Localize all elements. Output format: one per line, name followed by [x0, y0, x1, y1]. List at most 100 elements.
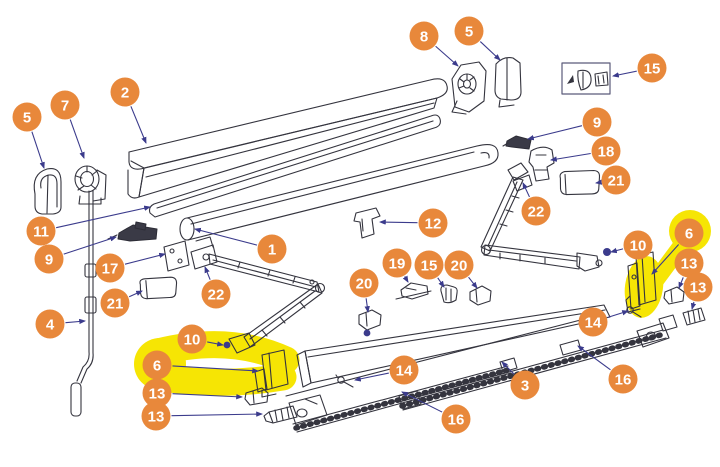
callout-badge-3: 3 — [510, 370, 540, 400]
callout-badge-10: 10 — [623, 230, 653, 260]
svg-text:9: 9 — [45, 251, 53, 268]
arm-cover-right-drawing — [559, 169, 601, 196]
connector-13-left-drawing — [244, 387, 269, 406]
svg-text:8: 8 — [420, 28, 428, 45]
callout-badges: 5 7 2 8 5 15 9 18 21 11 9 17 21 4 1 22 22 12 19 15 20 20 10 6 13… — [12, 16, 713, 434]
svg-text:9: 9 — [593, 114, 601, 131]
callout-badge-9: 9 — [34, 244, 64, 274]
ratchet-right-drawing — [505, 135, 532, 150]
svg-text:10: 10 — [184, 331, 201, 348]
svg-text:3: 3 — [521, 377, 529, 394]
bracket-20-pin — [363, 329, 371, 337]
callout-badge-5: 5 — [12, 102, 42, 132]
callout-badge-14: 14 — [389, 355, 419, 385]
motor-bracket-drawing — [451, 61, 487, 115]
callout-badge-12: 12 — [418, 208, 448, 238]
svg-text:11: 11 — [33, 223, 49, 240]
callout-arrows — [31, 41, 697, 417]
svg-text:20: 20 — [356, 275, 373, 292]
callout-badge-20: 20 — [349, 268, 379, 298]
svg-text:22: 22 — [528, 203, 545, 220]
svg-text:13: 13 — [149, 385, 166, 402]
arm-pin-right — [603, 248, 611, 256]
svg-text:15: 15 — [421, 257, 438, 274]
callout-badge-11: 11 — [26, 216, 56, 246]
svg-text:5: 5 — [465, 23, 473, 40]
callout-badge-18: 18 — [591, 136, 621, 166]
clip-13-right-drawing — [682, 307, 706, 326]
svg-text:18: 18 — [598, 143, 615, 160]
arm-head-right-drawing — [528, 146, 555, 182]
svg-text:2: 2 — [121, 84, 129, 101]
callout-badge-4: 4 — [35, 309, 65, 339]
bracket-20-left-drawing — [358, 309, 382, 331]
callout-badge-10: 10 — [177, 324, 207, 354]
callout-badge-5: 5 — [454, 16, 484, 46]
svg-text:12: 12 — [425, 215, 442, 232]
callout-badge-21: 21 — [601, 165, 631, 195]
callout-badge-22: 22 — [521, 196, 551, 226]
awning-case-drawing — [127, 78, 448, 199]
svg-text:17: 17 — [102, 260, 119, 277]
svg-text:14: 14 — [585, 314, 602, 331]
connector-13-right-drawing — [663, 286, 685, 305]
tension-rafter-left-drawing — [288, 357, 518, 433]
screw-14-right-drawing — [626, 306, 642, 318]
end-cap-right-drawing — [494, 57, 522, 108]
fastener-kit-box-drawing — [561, 62, 611, 95]
arm-cover-left-drawing — [139, 276, 178, 300]
callout-badge-9: 9 — [582, 107, 612, 137]
svg-text:5: 5 — [23, 109, 31, 126]
callout-badge-13: 13 — [674, 248, 704, 278]
ratchet-right-tail — [502, 142, 509, 147]
svg-text:13: 13 — [690, 279, 707, 296]
svg-text:20: 20 — [451, 257, 468, 274]
lead-rail-end-bracket-left-drawing — [254, 349, 289, 398]
svg-text:13: 13 — [681, 255, 698, 272]
callout-badge-15: 15 — [637, 53, 667, 83]
callout-badge-13: 13 — [683, 272, 713, 302]
callout-badge-13: 13 — [141, 401, 171, 431]
spring-arm-right-drawing — [480, 162, 603, 272]
callout-badge-16: 16 — [441, 404, 471, 434]
svg-text:21: 21 — [608, 172, 625, 189]
callout-badge-6: 6 — [142, 350, 172, 380]
bracket-12-drawing — [353, 207, 381, 239]
drive-unit-drawing — [395, 282, 432, 300]
roller-tube-drawing — [179, 144, 499, 241]
callout-badge-17: 17 — [95, 253, 125, 283]
callout-badge-21: 21 — [100, 288, 130, 318]
svg-text:6: 6 — [153, 357, 161, 374]
callout-badge-1: 1 — [257, 234, 287, 264]
callout-badge-8: 8 — [409, 21, 439, 51]
callout-badge-22: 22 — [201, 279, 231, 309]
bracket-20-right-drawing — [469, 285, 492, 306]
svg-text:19: 19 — [389, 255, 406, 272]
svg-text:10: 10 — [630, 237, 647, 254]
callout-badge-7: 7 — [50, 90, 80, 120]
clip-13-left-drawing — [263, 405, 298, 424]
svg-text:4: 4 — [46, 316, 55, 333]
gear-unit-drawing — [74, 165, 107, 205]
end-cap-left-drawing — [33, 167, 62, 215]
callout-badge-15: 15 — [414, 250, 444, 280]
svg-text:13: 13 — [148, 408, 165, 425]
arm-pin-left — [223, 341, 231, 349]
callout-badge-14: 14 — [578, 307, 608, 337]
callout-badge-19: 19 — [382, 248, 412, 278]
svg-text:21: 21 — [107, 295, 124, 312]
spring-arm-left-drawing — [208, 253, 326, 354]
clip-15-drawing — [440, 284, 458, 304]
svg-text:6: 6 — [685, 225, 693, 242]
svg-text:22: 22 — [208, 286, 225, 303]
callout-badge-6: 6 — [674, 218, 704, 248]
svg-text:14: 14 — [396, 362, 413, 379]
ratchet-left-drawing — [117, 221, 158, 242]
crank-rod-drawing — [70, 190, 97, 417]
callout-badge-13: 13 — [142, 378, 172, 408]
svg-text:15: 15 — [644, 60, 661, 77]
screw-14-center-drawing — [335, 374, 354, 388]
callout-badge-2: 2 — [110, 77, 140, 107]
